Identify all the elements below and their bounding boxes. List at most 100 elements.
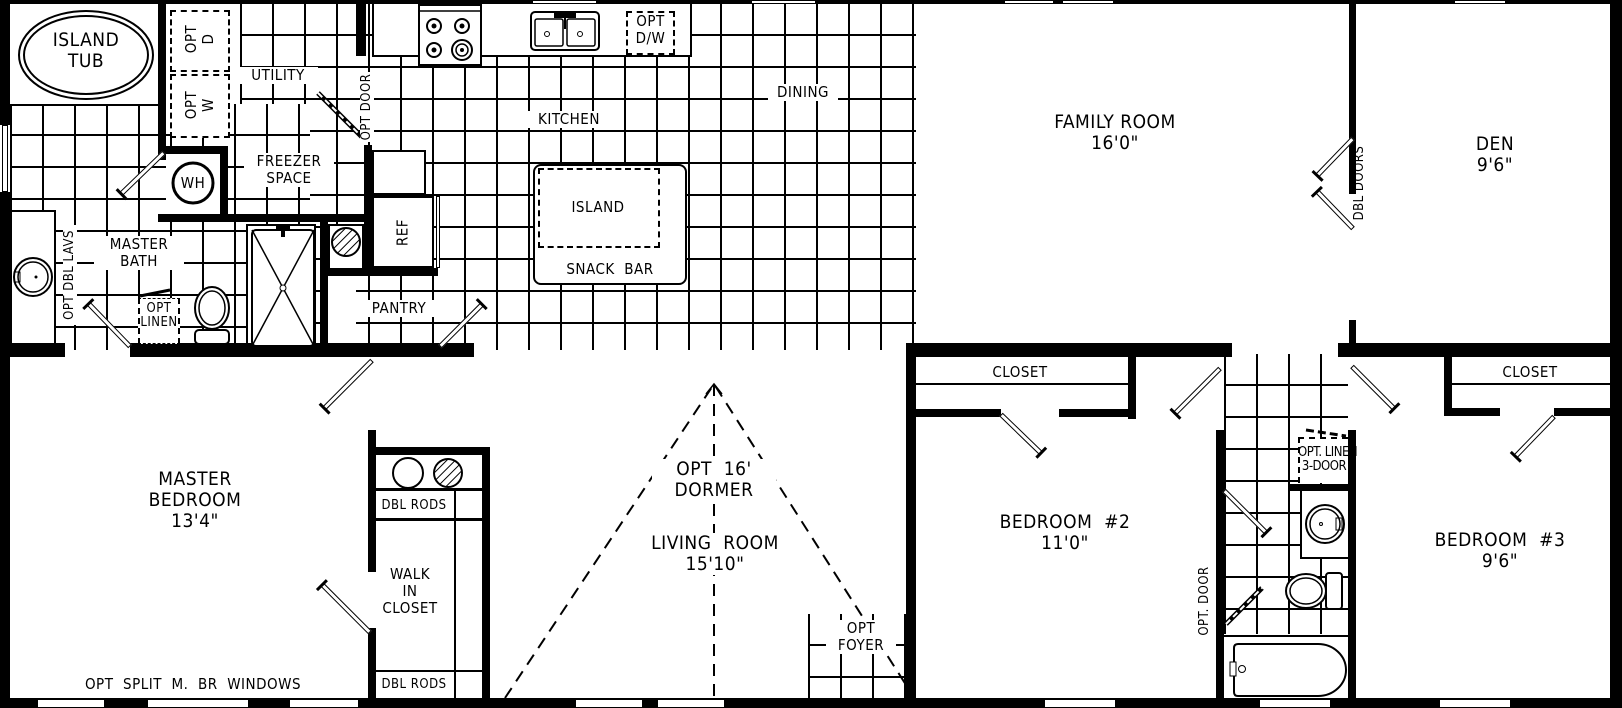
lavatory-sink-icon	[13, 257, 53, 297]
window-master-bath-side[interactable]	[2, 125, 8, 192]
closet-br2-shelf	[916, 357, 1128, 385]
double-sink-icon[interactable]	[530, 10, 602, 52]
wall-bath-right	[1348, 430, 1356, 708]
wall-wic-top	[368, 447, 490, 455]
den-label: DEN 9'6"	[1475, 133, 1515, 176]
wall-family-bottom-b	[1338, 343, 1622, 357]
wall-bath-sink-top	[1290, 484, 1356, 491]
window-kitchen-1[interactable]	[533, 0, 596, 4]
opt-split-windows-label: OPT SPLIT M. BR WINDOWS	[84, 675, 302, 693]
wall-wic-left-top	[368, 430, 376, 572]
wall-den-left-top	[1349, 0, 1356, 194]
dining-label: DINING	[768, 84, 838, 101]
window-family-1[interactable]	[1005, 0, 1053, 4]
wall-br3-closet-left	[1444, 357, 1452, 415]
pantry-counter-right	[372, 150, 426, 195]
toilet-icon	[1285, 572, 1343, 610]
living-room-label: LIVING ROOM 15'10"	[640, 533, 790, 575]
wall-utility-right	[364, 145, 372, 273]
opt-dbl-lavs-label: OPT DBL LAVS	[62, 225, 77, 325]
pantry-label: PANTRY	[356, 300, 442, 317]
wall-br2-closet-front-b	[1059, 409, 1136, 417]
wall-br2-closet-front-a	[916, 409, 1001, 417]
opt-linen-3door-label: OPT. LINEN 3-DOOR	[1298, 445, 1358, 474]
wall-master-bath-bottom-b	[130, 343, 474, 357]
opt-dryer-space	[170, 10, 230, 72]
dbl-doors-label: DBL DOORS	[1352, 145, 1367, 221]
opt-dishwasher-label: OPT D/W	[635, 12, 666, 47]
window-den[interactable]	[1455, 0, 1505, 4]
exterior-wall-left-top	[0, 0, 10, 125]
wall-br2-closet-right	[1128, 357, 1136, 419]
dbl-rods-top-label: DBL RODS	[381, 498, 447, 513]
opt-dormer-label: OPT 16' DORMER	[652, 459, 776, 501]
master-bath-label: MASTER BATH	[94, 236, 184, 270]
opt-foyer-label: OPT FOYER	[826, 620, 896, 654]
window-kitchen-2[interactable]	[752, 0, 815, 4]
bedroom2-label: BEDROOM #2 11'0"	[999, 511, 1131, 554]
window-family-2[interactable]	[1063, 0, 1113, 4]
island-dashed	[538, 168, 660, 248]
wall-bath-left-stub	[1216, 484, 1226, 491]
wall-pantry-top	[320, 268, 438, 276]
oval-tub-icon	[18, 10, 154, 100]
wall-living-right	[908, 357, 916, 708]
closet-br2-label: CLOSET	[992, 363, 1048, 381]
snack-bar	[533, 164, 687, 285]
refrigerator-door-edge	[436, 196, 440, 268]
wall-den-left-bottom	[1349, 320, 1356, 350]
exterior-wall-bottom	[0, 698, 1622, 708]
wall-chase	[320, 222, 328, 348]
wall-family-bottom-a	[906, 343, 1232, 357]
water-heater-icon	[171, 161, 215, 205]
wall-wic-right	[482, 447, 490, 708]
chase-hatch-icon	[331, 227, 361, 257]
wall-bath-left	[1216, 430, 1224, 708]
wall-br3-closet-front-a	[1444, 408, 1500, 416]
opt-dishwasher-space	[626, 11, 675, 55]
opt-washer-space	[170, 74, 230, 138]
dbl-rods-bottom-label: DBL RODS	[381, 677, 447, 692]
wall-master-bath-bottom-a	[0, 343, 65, 357]
lavatory-sink-icon	[1305, 504, 1345, 544]
wall-tub-right	[158, 0, 166, 160]
refrigerator-label: REF	[393, 218, 412, 247]
pantry-wall-area	[328, 270, 356, 350]
wic-rod-divider	[454, 491, 456, 698]
opt-linen-label: OPT LINEN	[140, 301, 178, 330]
toilet-icon	[194, 286, 230, 345]
wall-wh-right	[220, 146, 228, 221]
opt-dryer-label: OPT D	[182, 24, 217, 54]
kitchen-label: KITCHEN	[524, 111, 614, 128]
water-heater-label: WH	[180, 174, 206, 192]
opt-linen-master	[138, 298, 180, 344]
snack-bar-label: SNACK BAR	[566, 260, 654, 278]
closet-br3-label: CLOSET	[1502, 363, 1558, 381]
bathtub-icon	[1224, 635, 1348, 698]
opt-door-bath-label: OPT. DOOR	[1197, 566, 1212, 636]
wic-rod-bottom	[376, 670, 482, 672]
family-room-label: FAMILY ROOM 16'0"	[1054, 111, 1176, 154]
walk-in-closet-label: WALK IN CLOSET	[382, 565, 438, 617]
wall-wic-left-bottom	[368, 628, 376, 708]
bedroom3-label: BEDROOM #3 9'6"	[1434, 529, 1566, 572]
opt-door-utility-label: OPT DOOR	[359, 72, 374, 142]
wall-utility-right-top	[356, 0, 366, 56]
wall-wh-closet	[158, 146, 228, 154]
wall-freezer-bottom	[158, 214, 370, 222]
utility-label: UTILITY	[238, 67, 318, 84]
wic-rod-top	[376, 491, 482, 521]
opt-washer-label: OPT W	[182, 90, 217, 120]
wall-br3-closet-front-b	[1554, 408, 1614, 416]
opt-linen-3door	[1298, 437, 1348, 483]
range-icon[interactable]	[418, 4, 484, 68]
closet-br3-shelf	[1452, 357, 1610, 385]
freezer-space-label: FREEZER SPACE	[244, 153, 334, 187]
master-bedroom-label: MASTER BEDROOM 13'4"	[148, 468, 242, 532]
shower-icon	[251, 226, 315, 347]
wic-circles-icon	[392, 457, 463, 489]
tile-floor-opt-foyer	[808, 614, 914, 700]
refrigerator-icon[interactable]	[372, 196, 434, 268]
